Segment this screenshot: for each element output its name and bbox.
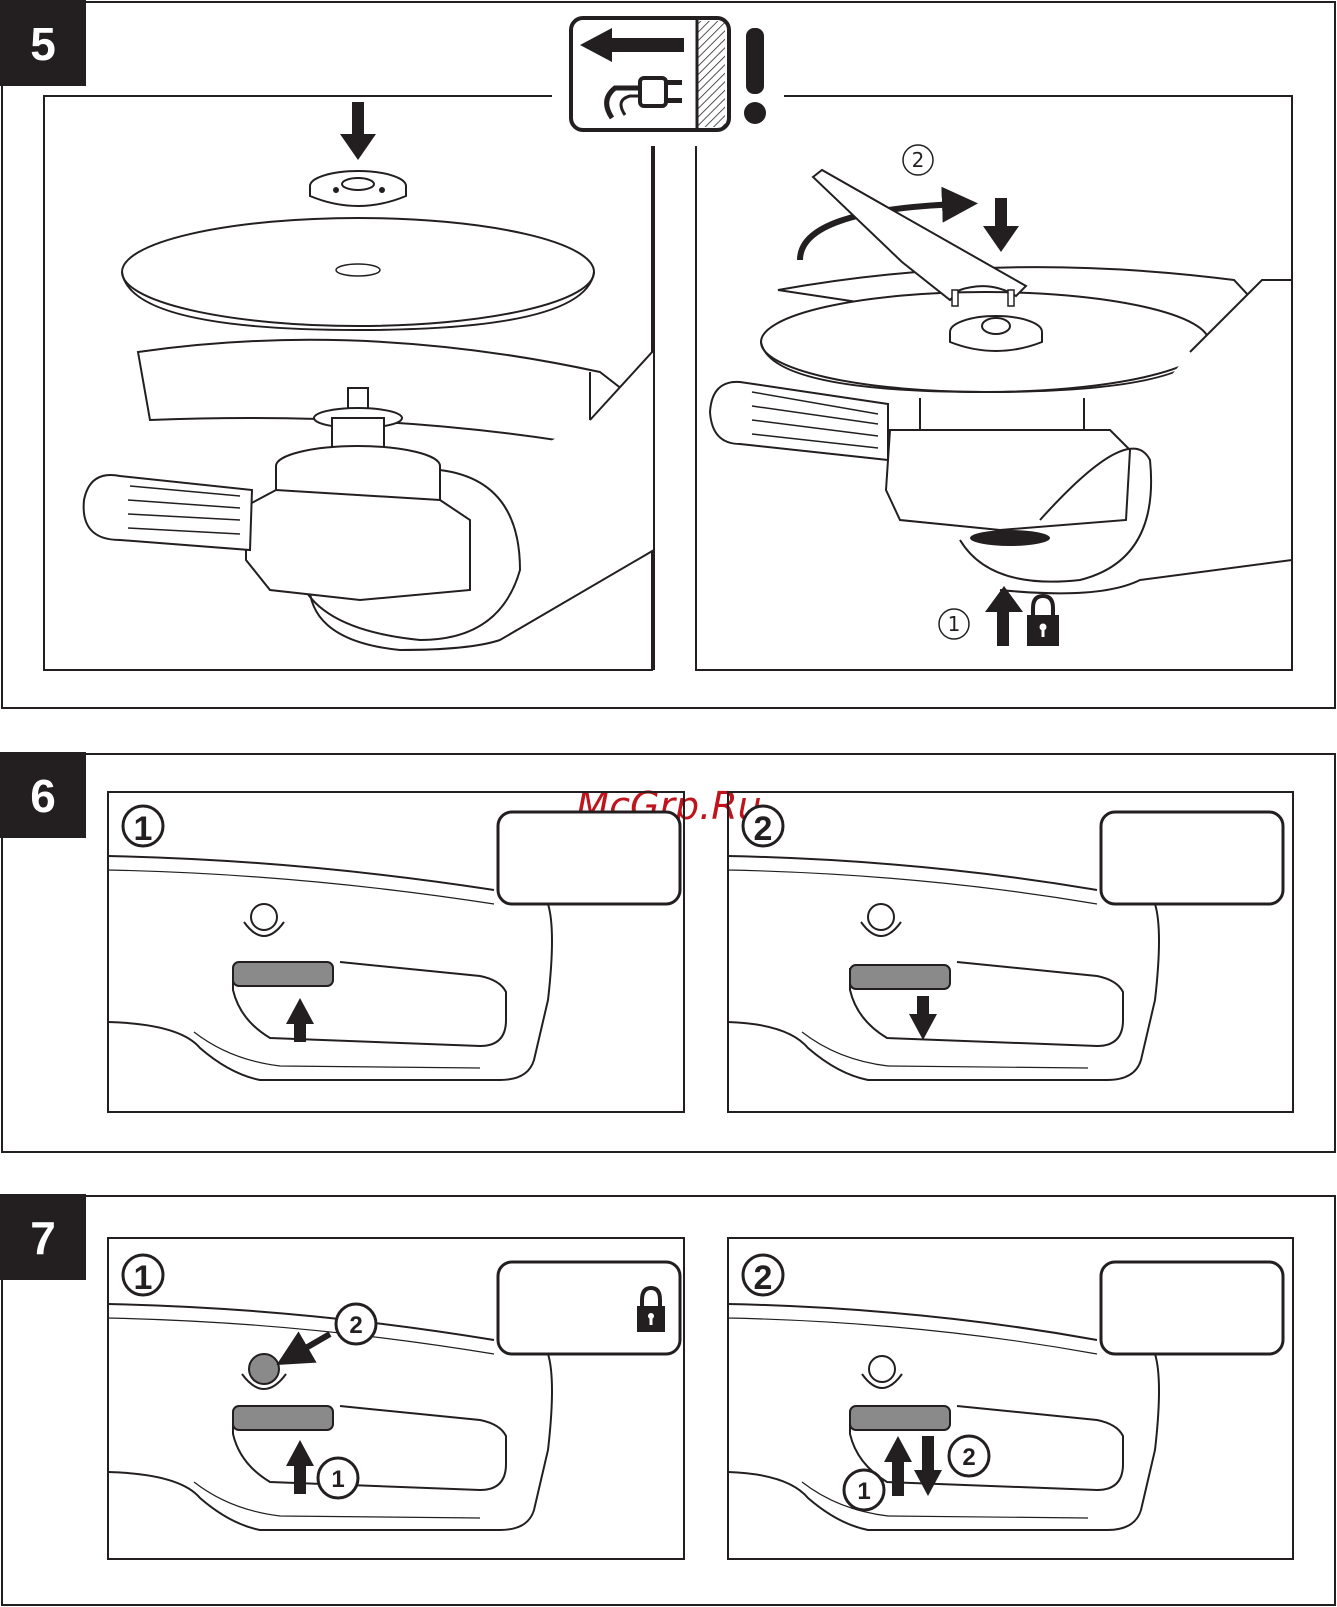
- section-number: 6: [30, 770, 56, 822]
- callout-label: 1: [948, 612, 961, 636]
- arrow-down-icon: [983, 198, 1019, 252]
- switch-slider: [233, 962, 333, 986]
- section-7-panel-2: 2 2 1: [728, 1238, 1293, 1559]
- unplug-warning-icon: [571, 18, 766, 130]
- section-number: 7: [30, 1212, 56, 1264]
- led-indicator-icon: [861, 904, 901, 936]
- arrow-up-icon: [286, 998, 314, 1042]
- callout-label: 2: [962, 1444, 975, 1471]
- led-indicator-icon: [244, 904, 284, 936]
- section-6-panel-2: 2: [728, 792, 1293, 1112]
- switch-slider: [850, 1406, 950, 1430]
- section-7: 7 1 2: [0, 1194, 1335, 1605]
- arrow-up-icon: [985, 586, 1023, 646]
- section-5: 5: [0, 0, 1335, 708]
- arrow-down-icon: [914, 1436, 942, 1496]
- callout-label: 1: [331, 1466, 344, 1493]
- led-indicator-icon: [862, 1356, 902, 1388]
- section-7-panel-1: 1 2: [108, 1238, 684, 1559]
- step-label: 1: [134, 810, 153, 848]
- flange-nut: [310, 171, 406, 206]
- display-box: [1101, 1262, 1283, 1354]
- arrow-down-icon: [340, 102, 376, 160]
- grinding-disc: [122, 218, 594, 330]
- disc-guard: [138, 340, 636, 450]
- section-6: 6 McGrp.Ru 1 2: [0, 752, 1335, 1152]
- callout-label: 2: [912, 148, 925, 172]
- section-5-panel-right: 2: [696, 96, 1292, 670]
- step-label: 1: [134, 1259, 153, 1297]
- arrow-down-icon: [909, 996, 937, 1040]
- switch-slider: [850, 965, 950, 989]
- led-indicator-icon: [242, 1354, 286, 1389]
- arrow-up-icon: [286, 1440, 314, 1494]
- arrow-up-icon: [884, 1436, 912, 1496]
- section-number: 5: [30, 18, 56, 70]
- switch-slider: [233, 1406, 333, 1430]
- callout-label: 1: [857, 1478, 870, 1505]
- section-5-panel-left: [44, 96, 654, 670]
- lock-icon: [1027, 596, 1059, 646]
- callout-label: 2: [349, 1312, 362, 1339]
- section-6-panel-1: 1: [108, 792, 684, 1112]
- display-box: [1101, 812, 1283, 904]
- display-box: [498, 812, 680, 904]
- step-label: 2: [754, 1259, 773, 1297]
- side-handle: [84, 475, 252, 550]
- step-label: 2: [754, 810, 773, 848]
